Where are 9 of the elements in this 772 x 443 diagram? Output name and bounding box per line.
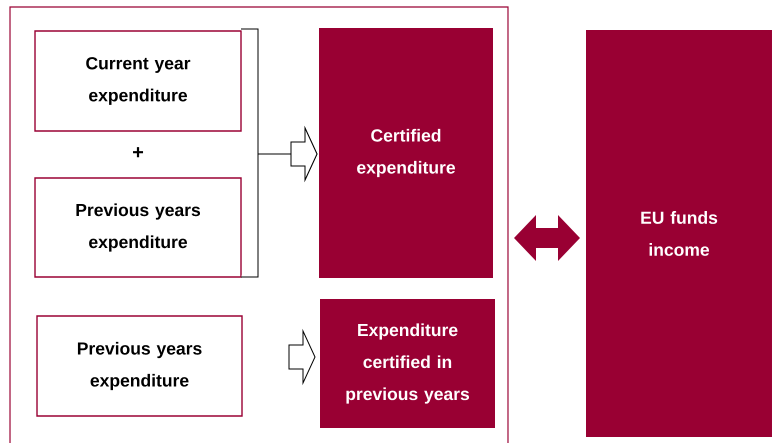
frame bbox=[9, 6, 509, 443]
hollow-arrow bbox=[288, 328, 316, 386]
plus-sign: + bbox=[133, 147, 144, 158]
double-arrow bbox=[514, 215, 580, 261]
process-box: Previous years expenditure bbox=[36, 315, 243, 417]
filled-box: Certified expenditure bbox=[319, 28, 493, 278]
filled-box: Expenditure certified in previous years bbox=[320, 299, 495, 428]
bracket-arrow bbox=[240, 126, 318, 278]
filled-box: EU funds income bbox=[586, 30, 772, 437]
